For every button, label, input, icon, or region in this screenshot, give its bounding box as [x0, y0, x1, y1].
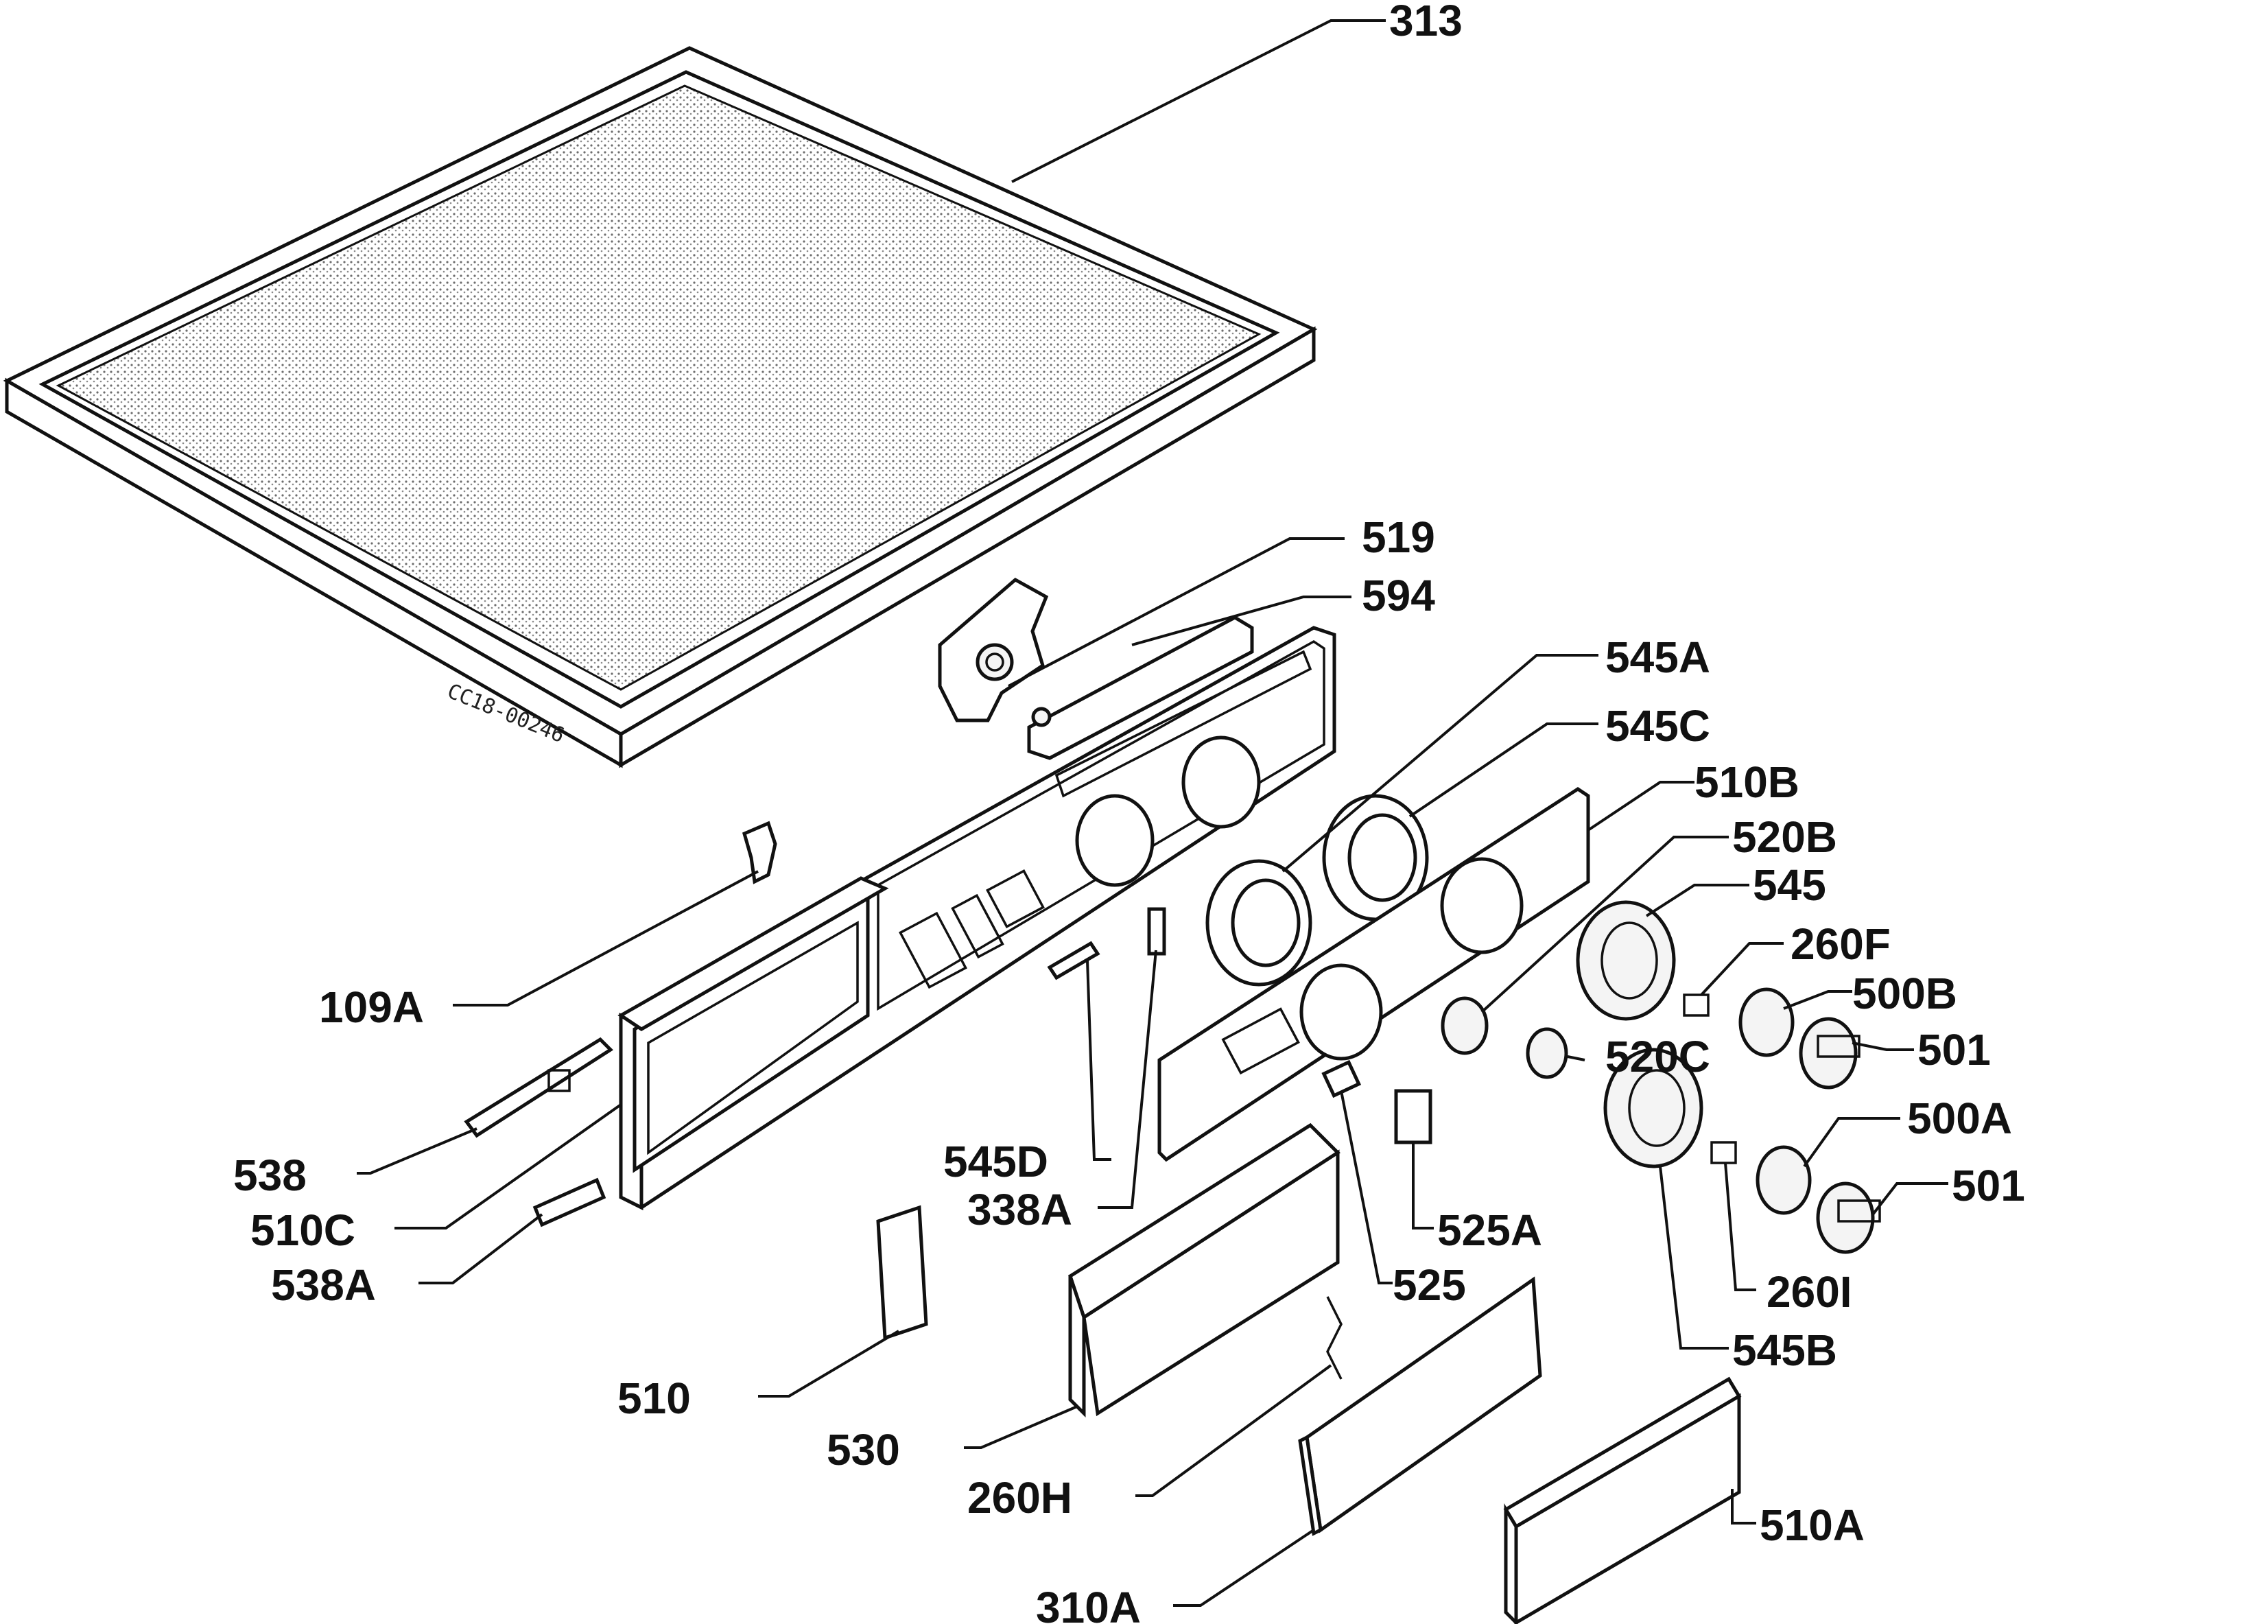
part-501-knob-upper: [1799, 1017, 1861, 1090]
part-545b-knob-housing-lower: [1603, 1048, 1703, 1168]
part-520b-clip: [1441, 996, 1489, 1055]
part-260h-spring: [1326, 1296, 1343, 1380]
label-501-upper: 501: [1917, 1025, 1991, 1074]
part-510c-control-panel: [617, 626, 1336, 1211]
part-520c-clip: [1526, 1027, 1568, 1079]
label-338a: 338A: [967, 1185, 1072, 1234]
part-525a-block: [1394, 1089, 1432, 1144]
part-545-knob-housing-upper: [1576, 900, 1676, 1021]
label-545: 545: [1753, 860, 1826, 910]
label-545a: 545A: [1605, 633, 1710, 682]
part-525-connector: [1321, 1059, 1362, 1098]
label-519: 519: [1362, 513, 1435, 562]
label-520c: 520C: [1605, 1032, 1710, 1081]
label-545b: 545B: [1732, 1326, 1837, 1375]
label-501-lower: 501: [1952, 1161, 2025, 1210]
part-519-bracket: [938, 577, 1049, 722]
part-338a-clip: [1147, 907, 1166, 956]
part-538-rod: [464, 1037, 613, 1138]
part-510b-front-plate: [1157, 787, 1590, 1162]
label-260h: 260H: [967, 1473, 1072, 1522]
label-510b: 510B: [1694, 757, 1799, 807]
label-500a: 500A: [1907, 1094, 2012, 1143]
label-538: 538: [233, 1151, 307, 1200]
label-510c: 510C: [250, 1205, 355, 1255]
label-525a: 525A: [1437, 1205, 1542, 1255]
label-500b: 500B: [1852, 969, 1957, 1018]
part-260i-spring: [1710, 1141, 1737, 1164]
part-510a-lid: [1503, 1376, 1742, 1624]
label-545d: 545D: [943, 1137, 1048, 1186]
part-501-knob-lower: [1816, 1181, 1881, 1254]
part-310a-flap: [1298, 1276, 1542, 1536]
label-109a: 109A: [319, 982, 424, 1032]
part-500b-knob-insert: [1738, 987, 1795, 1057]
part-109a-clip: [742, 821, 777, 884]
label-594: 594: [1362, 571, 1435, 620]
leader-lines: [357, 19, 1948, 1607]
part-530-handle: [1068, 1122, 1340, 1418]
part-545a-ring: [1205, 859, 1312, 987]
part-313-glass-panel: [3, 46, 1318, 768]
part-538a-clip: [532, 1177, 606, 1227]
label-510: 510: [617, 1374, 691, 1423]
label-520b: 520B: [1732, 812, 1837, 862]
label-538a: 538A: [271, 1260, 376, 1310]
part-500a-knob-insert: [1756, 1145, 1812, 1215]
part-260f-spring: [1683, 993, 1710, 1017]
part-545d-clip: [1047, 941, 1100, 980]
part-510-cover: [876, 1205, 928, 1341]
label-530: 530: [827, 1425, 900, 1474]
label-545c: 545C: [1605, 701, 1710, 751]
label-313: 313: [1389, 0, 1463, 45]
label-260f: 260F: [1791, 919, 1891, 969]
label-510a: 510A: [1760, 1501, 1865, 1550]
label-260i: 260I: [1767, 1267, 1852, 1317]
label-525: 525: [1393, 1260, 1466, 1310]
label-310a: 310A: [1036, 1583, 1141, 1624]
